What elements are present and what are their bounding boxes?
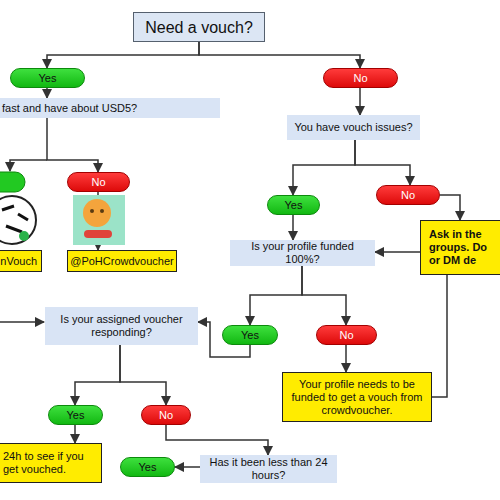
- question-box: Has it been less than 24 hours?: [200, 455, 337, 483]
- yes-pill: Yes: [10, 68, 85, 88]
- text-group: Yes: [241, 329, 259, 342]
- flow-arrow: [292, 215, 294, 240]
- text-group: Yes: [39, 72, 57, 85]
- text-group: No: [91, 176, 105, 189]
- answer-box: Your profile needs to be funded to get a…: [282, 372, 432, 422]
- question-box: Is your profile funded 100%?: [230, 240, 375, 266]
- node-text: Yes: [67, 409, 85, 422]
- text-group: fast and have about USD5?: [2, 102, 137, 115]
- answer-box: @PoHCrowdvoucher: [67, 250, 177, 272]
- cropped-connector: [10, 160, 47, 171]
- flow-arrow: [47, 118, 98, 172]
- text-group: Need a vouch?: [145, 21, 253, 34]
- node-text: Yes: [39, 72, 57, 85]
- text-group: @PoHCrowdvoucher: [70, 255, 174, 268]
- node-text: No: [339, 329, 353, 342]
- no-pill: No: [376, 185, 440, 205]
- text-group: Your profile needs to be funded to get a…: [287, 378, 427, 417]
- flow-arrow: [355, 140, 410, 185]
- vouch-logo-dot: [19, 231, 29, 241]
- text-group: Ask in the groups. Do or DM de: [429, 228, 497, 267]
- text-group: No: [159, 409, 173, 422]
- flow-arrow: [166, 425, 268, 455]
- start-box: Need a vouch?: [133, 12, 265, 42]
- vouch-logo-mark: [2, 206, 28, 232]
- flow-arrow: [74, 425, 76, 443]
- node-text: Yes: [285, 199, 303, 212]
- node-text: Yes: [139, 461, 157, 474]
- yes-pill: Yes: [120, 457, 175, 477]
- flow-arrow: [345, 345, 347, 372]
- text-group: Yes: [285, 199, 303, 212]
- flow-arrow: [75, 345, 120, 405]
- no-pill: No: [316, 325, 377, 345]
- question-box: fast and have about USD5?: [0, 98, 220, 118]
- question-box: You have vouch issues?: [287, 115, 420, 140]
- node-text: Ask in the groups. Do or DM de: [429, 228, 497, 267]
- node-text: No: [91, 176, 105, 189]
- no-pill: No: [141, 405, 191, 425]
- node-text: 24h to see if you get vouched.: [3, 450, 97, 476]
- text-group: nVouch: [0, 255, 37, 268]
- cropped-connector: [0, 321, 44, 323]
- flow-arrow: [47, 42, 199, 68]
- node-text: Is your profile funded 100%?: [234, 240, 371, 266]
- text-group: Is your assigned voucher responding?: [49, 313, 194, 339]
- text-group: Has it been less than 24 hours?: [204, 456, 333, 482]
- yes-pill: Yes: [222, 325, 278, 345]
- text-group: Yes: [67, 409, 85, 422]
- node-text: @PoHCrowdvoucher: [70, 255, 174, 268]
- answer-box: 24h to see if you get vouched.: [0, 443, 102, 483]
- text-group: You have vouch issues?: [294, 121, 412, 134]
- crowdvoucher-logo: [73, 195, 125, 245]
- flow-arrow: [46, 88, 48, 98]
- text-group: No: [353, 72, 367, 85]
- crowdvoucher-eye: [100, 209, 104, 213]
- text-group: Is your profile funded 100%?: [234, 240, 371, 266]
- node-text: fast and have about USD5?: [2, 102, 137, 115]
- node-text: No: [401, 189, 415, 202]
- crowdvoucher-body: [84, 230, 112, 238]
- node-text: nVouch: [0, 255, 37, 268]
- crowdvoucher-face: [83, 199, 111, 227]
- flow-arrow: [120, 345, 166, 405]
- text-group: Yes: [139, 461, 157, 474]
- node-text: You have vouch issues?: [294, 121, 412, 134]
- question-box: Is your assigned voucher responding?: [45, 307, 198, 345]
- vouch-logo: [0, 196, 36, 244]
- flow-arrow: [199, 42, 360, 68]
- node-text: Yes: [241, 329, 259, 342]
- yes-pill: Yes: [267, 195, 320, 215]
- node-text: No: [353, 72, 367, 85]
- no-pill: No: [323, 68, 398, 88]
- node-text: No: [159, 409, 173, 422]
- flow-arrow: [359, 88, 361, 115]
- node-text: Has it been less than 24 hours?: [204, 456, 333, 482]
- text-group: No: [339, 329, 353, 342]
- flow-arrow: [293, 140, 355, 195]
- flow-arrow: [175, 466, 200, 468]
- no-pill: No: [67, 172, 130, 192]
- text-group: 24h to see if you get vouched.: [3, 450, 97, 476]
- flow-arrow: [440, 195, 460, 220]
- flow-arrow: [302, 266, 346, 325]
- node-text: Need a vouch?: [145, 21, 253, 34]
- node-text: Your profile needs to be funded to get a…: [287, 378, 427, 417]
- yes-pill: Yes: [48, 405, 103, 425]
- cropped-yes-pill: [0, 172, 25, 192]
- node-text: Is your assigned voucher responding?: [49, 313, 194, 339]
- answer-box: nVouch: [0, 250, 42, 272]
- text-group: No: [401, 189, 415, 202]
- crowdvoucher-eye: [90, 209, 94, 213]
- answer-box: Ask in the groups. Do or DM de: [420, 220, 500, 275]
- flow-arrow: [250, 266, 302, 325]
